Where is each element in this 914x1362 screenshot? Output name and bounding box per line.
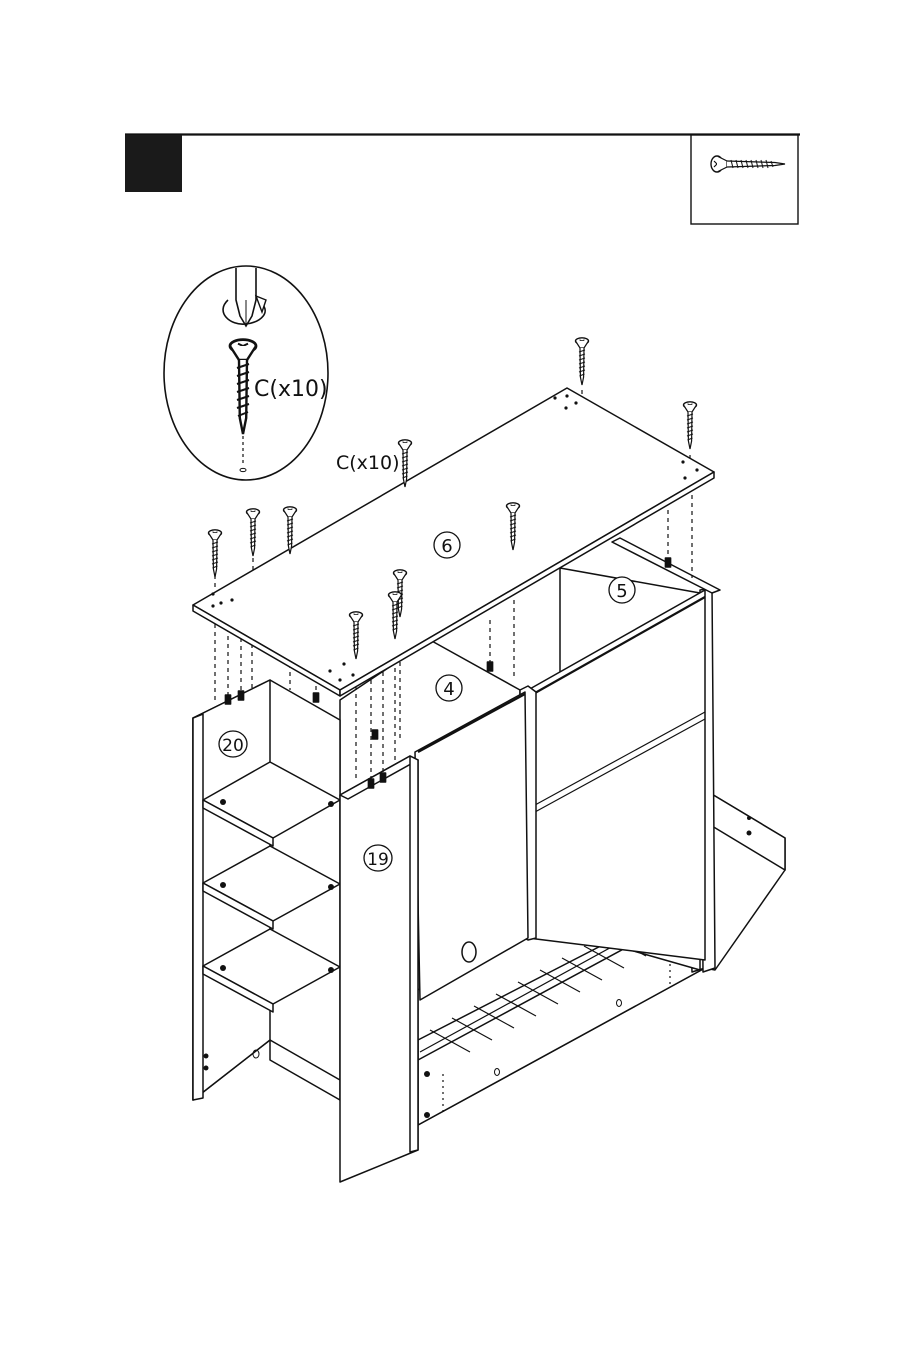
hardware-box: [691, 135, 798, 224]
part-19-label: 19: [367, 850, 389, 870]
panel-19: [340, 756, 418, 1182]
furniture-assembly: [193, 388, 785, 1182]
panel-20-edge: [193, 714, 203, 1100]
door-handle-hole: [462, 942, 476, 962]
part-20-label: 20: [222, 736, 244, 756]
screw-icon: [684, 402, 697, 449]
main-quantity-label: C(x10): [336, 452, 400, 474]
screw-icon: [576, 338, 589, 385]
detail-quantity-label: C(x10): [254, 377, 328, 402]
step-number-badge: [125, 135, 182, 192]
panel-19-edge: [410, 756, 418, 1152]
part-4-label: 4: [443, 679, 454, 700]
step-header: [125, 135, 800, 225]
part-6-label: 6: [441, 536, 452, 557]
door-panel-right: [528, 590, 705, 960]
screw-detail-callout: C(x10): [164, 266, 328, 480]
part-5-label: 5: [616, 581, 627, 602]
screw-icon: [209, 530, 222, 577]
screw-icon: [247, 509, 260, 556]
